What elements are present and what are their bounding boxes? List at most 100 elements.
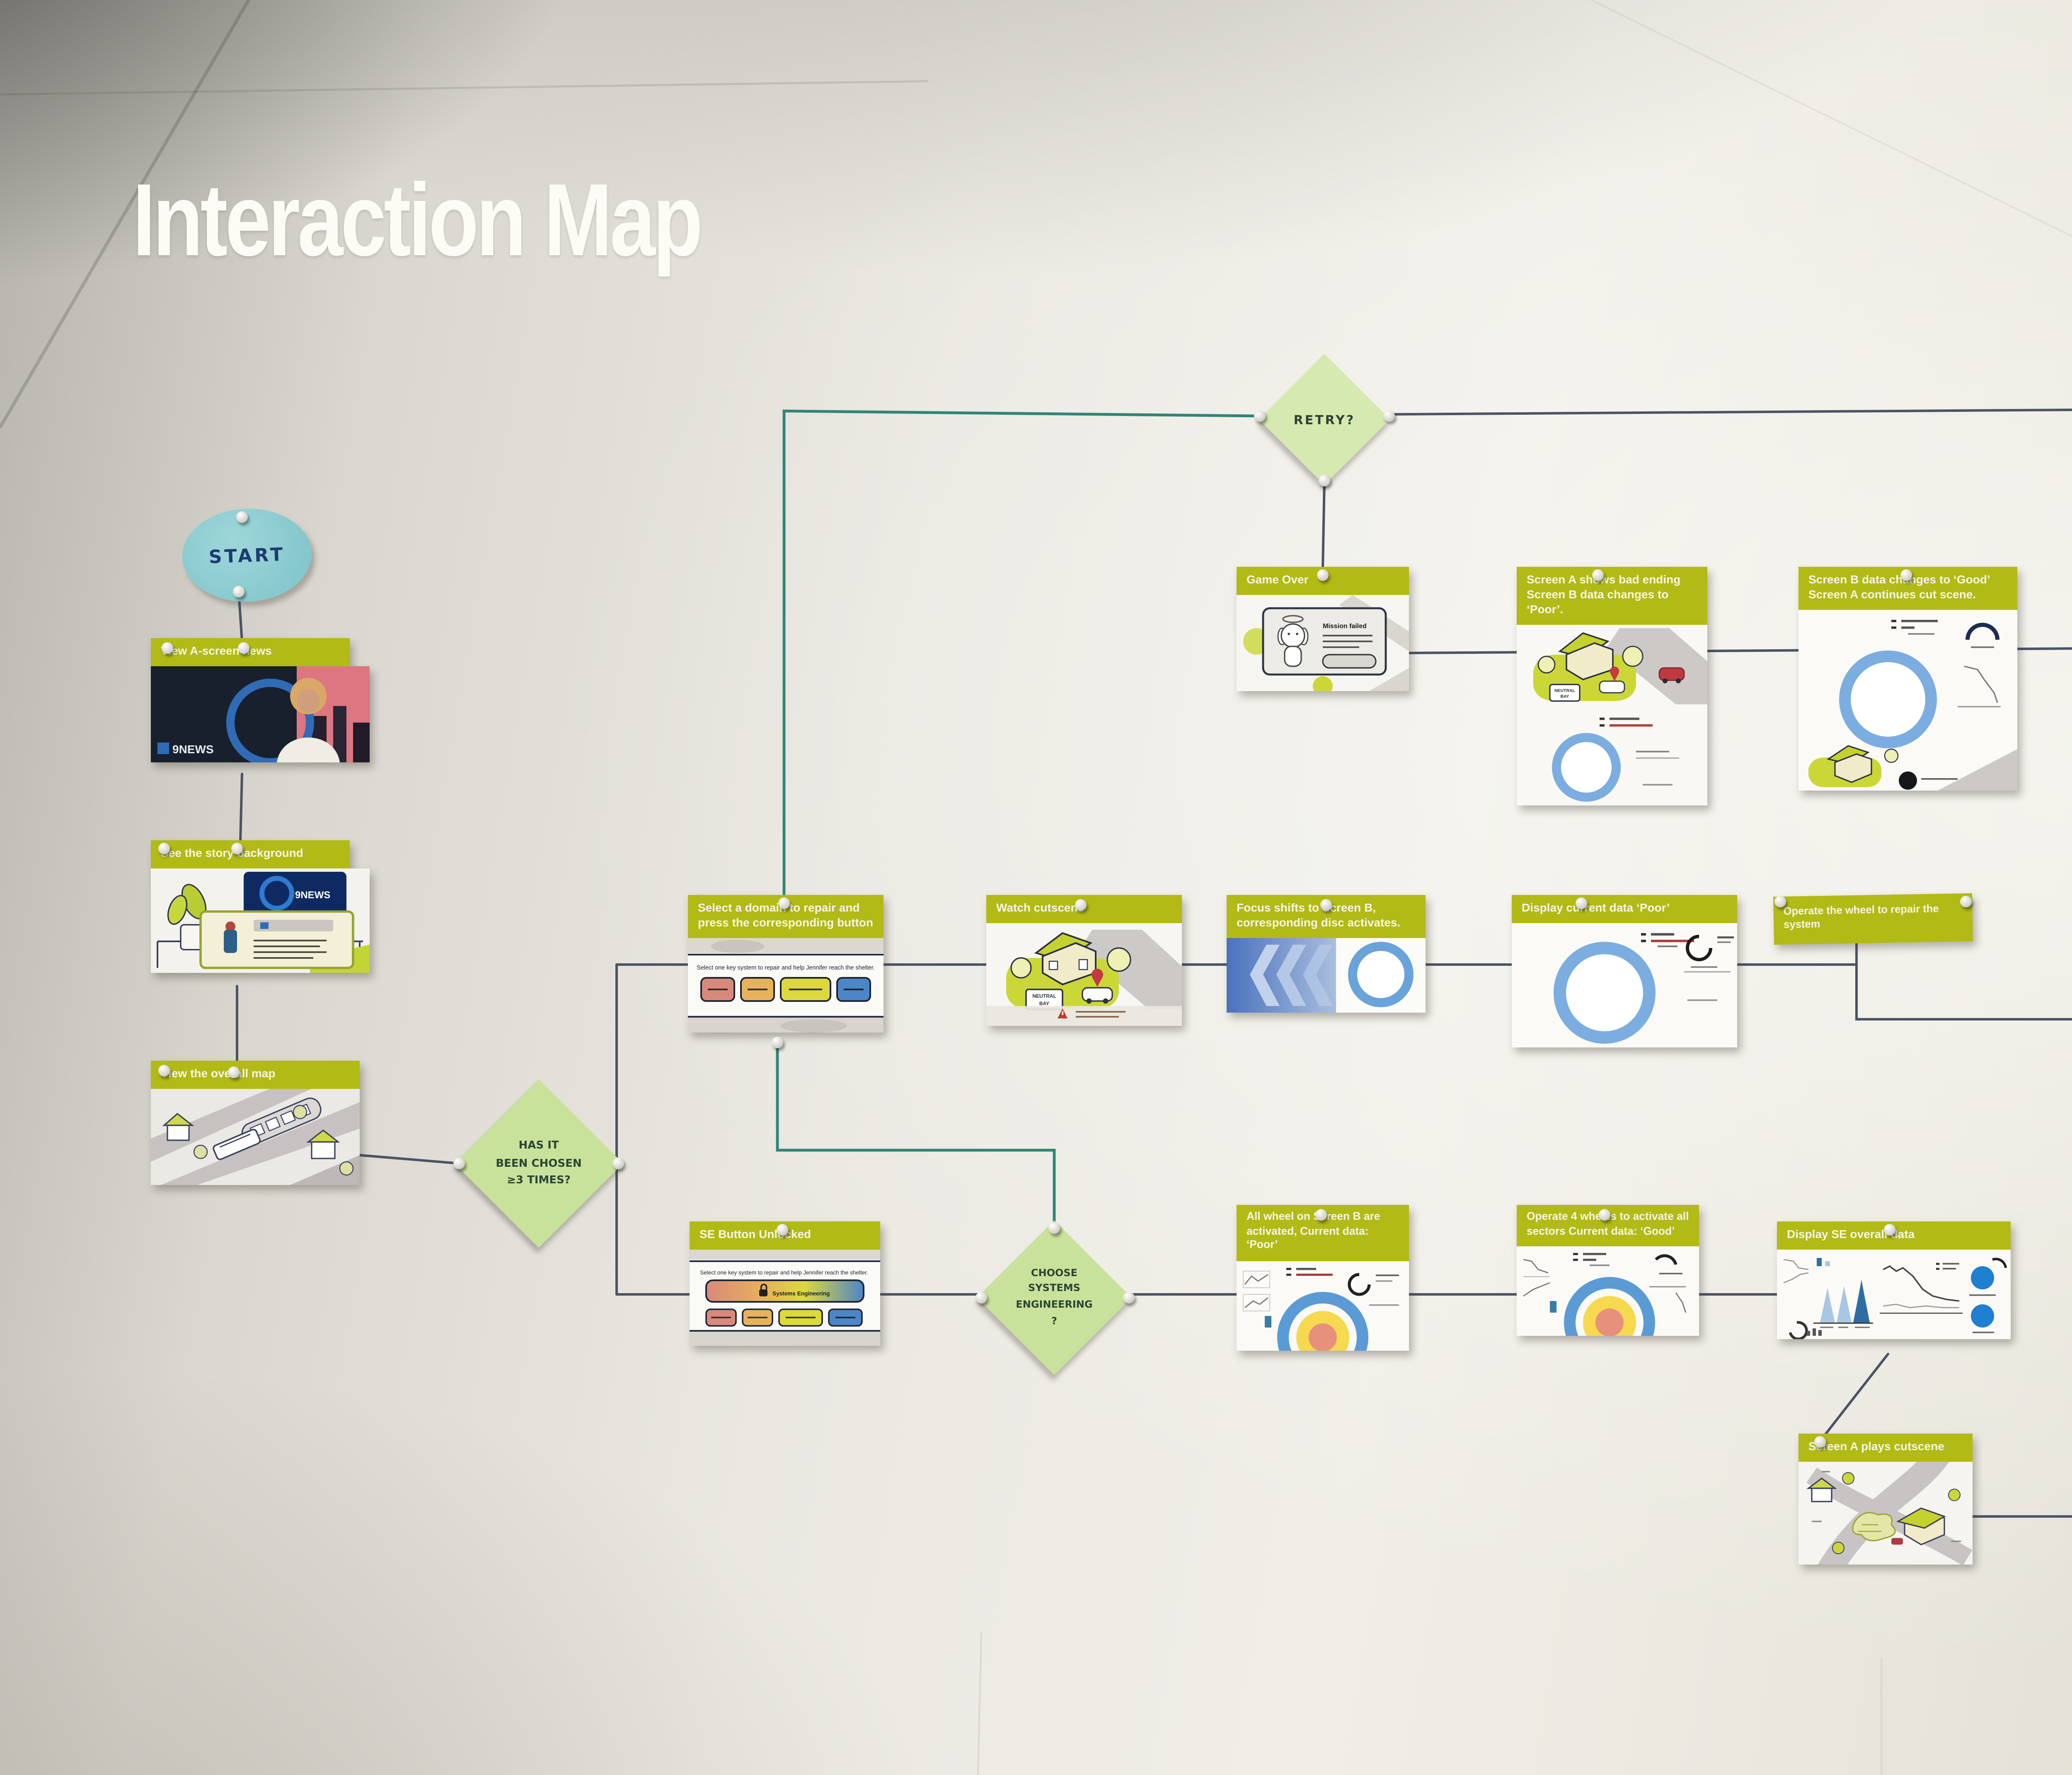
decision-chosen-label: HAS IT BEEN CHOSEN ≥3 TIMES? <box>496 1138 582 1187</box>
push-pin <box>162 642 173 654</box>
card-header: Display current data ‘Poor’ <box>1512 895 1737 924</box>
card-good-data: Screen B data changes to ‘Good’ Screen A… <box>1798 567 2017 791</box>
thread-retry-to-select <box>782 409 1261 898</box>
push-pin <box>1774 896 1786 907</box>
select-domain-ui-illustration: Select one key system to repair and help… <box>688 938 884 1033</box>
tv-news-logo: 9NEWS <box>295 890 330 901</box>
thread-news-to-story <box>239 773 243 843</box>
push-pin <box>1317 569 1329 581</box>
sign-line-1: NEUTRAL <box>1032 993 1056 999</box>
bad-ending-illustration: NEUTRAL BAY <box>1517 625 1707 806</box>
card-header: Operate the wheel to repair the system <box>1773 893 1973 944</box>
card-view-a-screen-news: View A-screen news 9NEWS <box>151 638 370 763</box>
good-data-illustration <box>1798 610 2017 791</box>
city-map-illustration <box>151 1089 360 1185</box>
push-pin <box>1814 1436 1826 1448</box>
push-pin <box>1884 1224 1895 1236</box>
push-pin <box>1319 475 1330 486</box>
push-pin <box>158 843 170 854</box>
push-pin <box>1960 896 1972 907</box>
news-anchor-illustration: 9NEWS <box>151 666 370 763</box>
se-big-button-label: Systems Engineering <box>772 1291 830 1297</box>
decision-choose-se: CHOOSE SYSTEMS ENGINEERING ? <box>977 1220 1132 1375</box>
sign-line-1: NEUTRAL <box>1554 689 1575 694</box>
se-dashboard-illustration <box>1777 1250 2011 1340</box>
push-pin <box>453 1158 465 1169</box>
se-caption: Select one key system to repair and help… <box>700 1270 868 1276</box>
push-pin <box>1599 1209 1610 1221</box>
card-display-current-poor: Display current data ‘Poor’ <box>1512 895 1737 1048</box>
push-pin <box>1320 899 1332 911</box>
push-pin <box>158 1065 170 1076</box>
decision-retry-label: RETRY? <box>1293 412 1356 427</box>
push-pin <box>975 1292 987 1303</box>
push-pin <box>772 1037 783 1048</box>
card-four-wheels-good: Operate 4 wheels to activate all sectors… <box>1517 1205 1699 1336</box>
push-pin <box>777 1224 788 1236</box>
wheel-dashboard-illustration <box>1237 1260 1409 1350</box>
push-pin <box>1383 410 1395 422</box>
se-unlocked-ui-illustration: Select one key system to repair and help… <box>690 1250 880 1346</box>
card-see-story-background: See the story background 9NEWS <box>151 840 370 973</box>
card-header: Display SE overall data <box>1777 1221 2011 1250</box>
push-pin <box>228 1066 240 1078</box>
decision-choose-se-label: CHOOSE SYSTEMS ENGINEERING ? <box>1016 1267 1093 1327</box>
thread-retry-to-gameover <box>1322 479 1326 570</box>
push-pin <box>1123 1292 1135 1303</box>
push-pin <box>1048 1222 1060 1234</box>
card-se-button-unlocked: SE Button Unlocked Select one key system… <box>690 1221 880 1346</box>
thread-wheel-to-end <box>1855 930 2072 1021</box>
story-room-illustration: 9NEWS <box>151 868 370 973</box>
push-pin <box>233 586 244 597</box>
push-pin <box>612 1158 624 1169</box>
push-pin <box>778 897 790 909</box>
push-pin <box>1900 569 1912 581</box>
thread-retry-to-end <box>1388 409 2072 416</box>
card-watch-cutscene: Watch cutscene NEUTRAL BAY <box>986 895 1182 1026</box>
page-title: Interaction Map <box>133 164 703 278</box>
card-screen-a-cutscene: Screen A plays cutscene <box>1798 1434 1973 1565</box>
ring-chart-illustration <box>1512 923 1737 1048</box>
card-bad-ending: Screen A shows bad ending Screen B data … <box>1517 567 1707 806</box>
push-pin <box>236 511 248 523</box>
card-header: Screen A shows bad ending Screen B data … <box>1517 567 1707 626</box>
thread-select-to-choosese <box>776 1041 1056 1226</box>
map-cutscene-illustration <box>1798 1462 1973 1565</box>
start-label: START <box>208 543 286 568</box>
card-header: View the overall map <box>151 1061 360 1089</box>
mission-failed-dialog-illustration: Mission failed <box>1237 595 1409 692</box>
card-select-domain: Select a domain to repair and press the … <box>688 895 884 1033</box>
push-pin <box>1592 569 1604 581</box>
push-pin <box>231 843 243 854</box>
push-pin <box>1254 410 1266 422</box>
thread-seoverall-to-cutscene <box>1822 1353 1889 1438</box>
gameover-dialog-title: Mission failed <box>1323 623 1367 630</box>
decision-chosen-3-times: HAS IT BEEN CHOSEN ≥3 TIMES? <box>454 1079 623 1248</box>
card-header: Screen B data changes to ‘Good’ Screen A… <box>1798 567 2017 610</box>
sign-line-2: BAY <box>1561 695 1569 699</box>
sign-line-2: BAY <box>1039 1001 1049 1006</box>
card-all-wheel-poor: All wheel on Screen B are activated, Cur… <box>1237 1205 1409 1350</box>
push-pin <box>1576 897 1587 909</box>
decision-retry: RETRY? <box>1259 353 1390 485</box>
select-caption: Select one key system to repair and help… <box>697 965 875 972</box>
wheel-dashboard-illustration <box>1517 1246 1699 1336</box>
card-header: Screen A plays cutscene <box>1798 1434 1973 1462</box>
card-header: View A-screen news <box>151 638 350 667</box>
news-logo: 9NEWS <box>172 743 214 756</box>
push-pin <box>1315 1209 1327 1221</box>
card-operate-wheel-label: Operate the wheel to repair the system <box>1773 893 1973 944</box>
card-header: See the story background <box>151 840 350 869</box>
card-display-se-overall: Display SE overall data <box>1777 1221 2011 1340</box>
thread-map-to-chosen <box>358 1154 460 1165</box>
card-game-over: Game Over Mission failed <box>1237 567 1409 692</box>
chevrons-disc-illustration <box>1227 938 1426 1013</box>
push-pin <box>1075 899 1087 911</box>
card-focus-shifts: Focus shifts to Screen B, corresponding … <box>1227 895 1426 1013</box>
push-pin <box>238 642 249 654</box>
house-cutscene-illustration: NEUTRAL BAY <box>986 923 1182 1026</box>
card-view-overall-map: View the overall map <box>151 1061 360 1185</box>
